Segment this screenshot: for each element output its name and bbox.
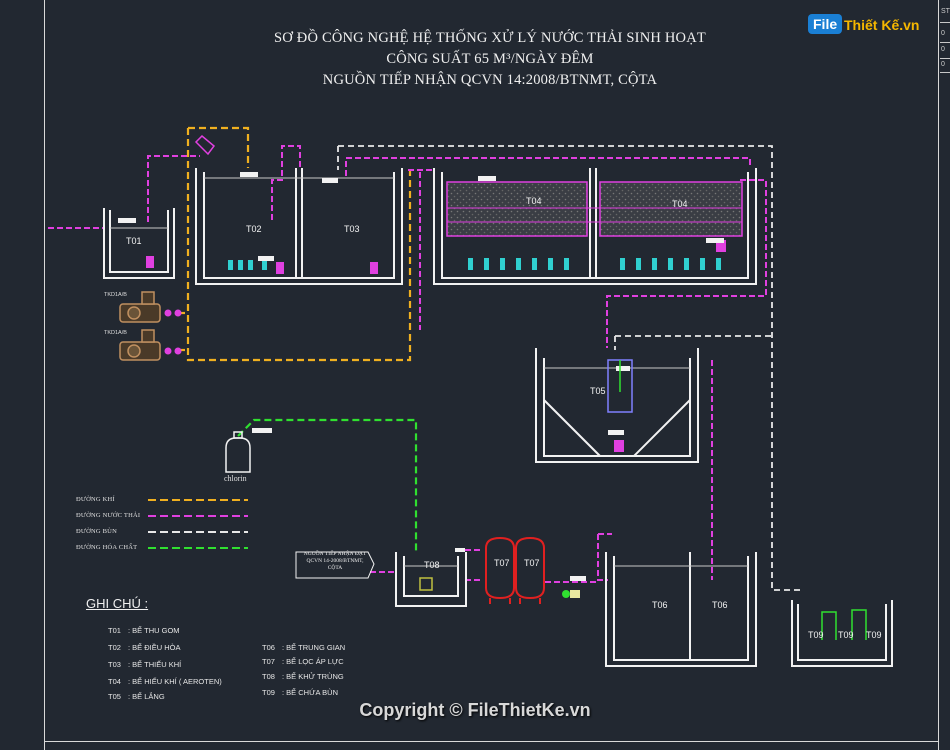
diagram-subtitle-standard: NGUỒN TIẾP NHẬN QCVN 14:2008/BTNMT, CỘTA (322, 72, 658, 88)
sludge-lines (337, 145, 800, 591)
tank-label-t05: T05 (590, 386, 606, 396)
note-desc: : BỂ ĐIỀU HÒA (128, 643, 181, 652)
outlet-box-line3: CỘTA (327, 565, 343, 571)
legend-wastewater-label: ĐƯỜNG NƯỚC THẢI (76, 512, 141, 519)
legend-sludge-label: ĐƯỜNG BÙN (76, 528, 117, 535)
note-desc: : BỂ LẮNG (128, 692, 165, 701)
tank-label-t04-b: T04 (672, 199, 688, 209)
blower-tag-1: TKD1A/B (104, 292, 127, 298)
tank-label-t09-c: T09 (866, 630, 882, 640)
submersible-pumps (146, 240, 726, 452)
note-code: T05 (108, 692, 121, 701)
note-desc: : BỂ TRUNG GIAN (282, 643, 346, 652)
outlet-box-line1: NGUỒN TIẾP NHẬN ĐẠT (303, 551, 367, 557)
note-code: T01 (108, 626, 121, 635)
titleblock-line (940, 42, 950, 43)
tank-label-t06-a: T06 (652, 600, 668, 610)
logo-file-text: File (808, 14, 843, 34)
air-valve (194, 134, 216, 156)
outlet-box-line2: QCVN 14-2008/BTNMT, (306, 558, 364, 564)
note-code: T09 (262, 688, 275, 697)
note-desc: : BỂ CHỨA BÙN (282, 688, 339, 697)
note-code: T04 (108, 677, 121, 686)
titleblock-line (940, 58, 950, 59)
diffusers (228, 258, 721, 270)
chemical-line (237, 418, 418, 552)
tank-label-t09-b: T09 (838, 630, 854, 640)
note-desc: : BỂ HIẾU KHÍ ( AEROTEN) (128, 677, 222, 686)
air-lines (178, 126, 412, 362)
diagram-subtitle-capacity: CÔNG SUẤT 65 M³/NGÀY ĐÊM (386, 51, 594, 67)
frame-right-border (938, 0, 939, 750)
outlet-arrow-box (295, 551, 375, 579)
note-desc: : BỂ THIẾU KHÍ (128, 660, 182, 669)
legend-air-label: ĐƯỜNG KHÍ (76, 496, 115, 503)
note-desc: : BỂ LỌC ÁP LỰC (282, 657, 344, 666)
diagram-title: SƠ ĐỒ CÔNG NGHỆ HỆ THỐNG XỬ LÝ NƯỚC THẢI… (274, 30, 706, 46)
note-code: T06 (262, 643, 275, 652)
contact-chamber (419, 577, 433, 591)
tank-label-t06-b: T06 (712, 600, 728, 610)
note-desc: : BỂ KHỬ TRÙNG (282, 672, 344, 681)
titleblock-cell: 0 (941, 30, 945, 37)
frame-bottom-border (44, 741, 939, 742)
legend-chemical-label: ĐƯỜNG HÓA CHẤT (76, 544, 138, 551)
tank-label-t09-a: T09 (808, 630, 824, 640)
titleblock-cell: 0 (941, 46, 945, 53)
titleblock-cell: ST (941, 8, 950, 15)
titleblock-line (940, 72, 950, 73)
filter-pump (562, 590, 580, 598)
note-code: T07 (262, 657, 275, 666)
tank-label-t07-b: T07 (524, 558, 540, 568)
blower-tag-2: TKD1A/B (104, 330, 127, 336)
note-code: T03 (108, 660, 121, 669)
chlorine-tank (225, 431, 251, 473)
tank-label-t04-a: T04 (526, 196, 542, 206)
pressure-filters (485, 536, 545, 604)
outlet-box: NGUỒN TIẾP NHẬN ĐẠT QCVN 14-2008/BTNMT, … (296, 551, 374, 577)
frame-left-border (44, 0, 45, 750)
tank-label-t01: T01 (126, 236, 142, 246)
titleblock-line (940, 22, 950, 23)
media-bed (446, 181, 743, 237)
tank-label-t07-a: T07 (494, 558, 510, 568)
blower-valves (164, 309, 182, 355)
equipment-tags (118, 172, 724, 581)
titleblock-cell: 0 (941, 61, 945, 68)
logo-rest-text: Thiết Kế.vn (844, 17, 920, 33)
note-code: T02 (108, 643, 121, 652)
site-logo: File Thiết Kế.vn (808, 14, 920, 40)
tank-label-t02: T02 (246, 224, 262, 234)
legend-lines (148, 499, 248, 549)
copyright-watermark: Copyright © FileThietKe.vn (359, 700, 591, 720)
wastewater-lines (48, 145, 767, 583)
notes-heading: GHI CHÚ : (86, 596, 149, 611)
note-desc: : BỂ THU GOM (128, 626, 180, 635)
tank-label-t03: T03 (344, 224, 360, 234)
note-code: T08 (262, 672, 275, 681)
tanks (103, 168, 893, 667)
blowers (119, 291, 161, 361)
sludge-tank-pipes (821, 609, 867, 640)
chlorin-label: chlorin (224, 474, 247, 483)
tank-label-t08: T08 (424, 560, 440, 570)
